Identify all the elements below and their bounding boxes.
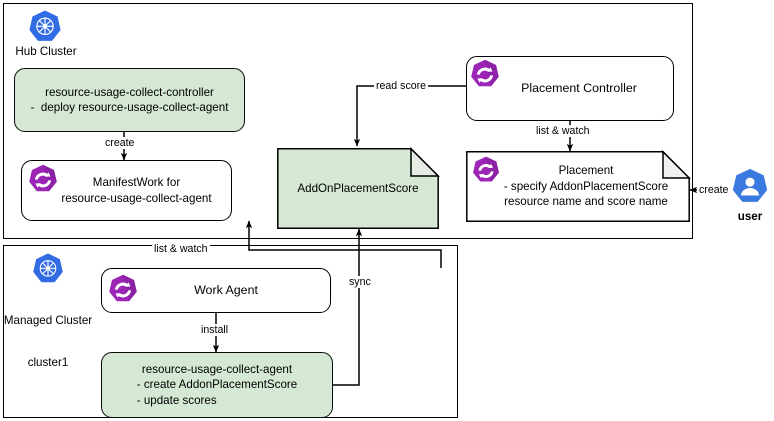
user-label: user [737,210,763,223]
manifestwork-line-1: ManifestWork for [92,176,181,189]
edge-label-list-watch-placement: list & watch [534,125,592,137]
collect-agent-line-2: - create AddonPlacementScore [136,378,298,392]
user-icon[interactable] [729,167,771,209]
managed-cluster-caption-line-1: Managed Cluster [3,314,93,327]
ocm-sync-icon [470,155,502,187]
placement-controller-label: Placement Controller [521,80,637,95]
ocm-sync-icon [26,163,60,197]
addonplacementscore-note[interactable]: AddOnPlacementScore [277,146,441,229]
kubernetes-icon [26,9,64,47]
edge-label-create-placement: create [697,184,731,196]
placement-line-1: Placement [558,164,614,178]
collect-agent-line-3: - update scores [136,393,217,407]
addonplacementscore-label: AddOnPlacementScore [297,181,419,195]
resource-usage-collect-agent-box[interactable]: resource-usage-collect-agent - create Ad… [101,352,333,418]
hub-cluster-container [3,3,693,239]
edge-label-list-watch-manifestwork: list & watch [152,243,210,255]
kubernetes-icon [30,252,66,288]
hub-cluster-caption: Hub Cluster [15,45,77,58]
collect-agent-line-1: resource-usage-collect-agent [141,362,293,376]
placement-note[interactable]: Placement - specify AddonPlacementScore … [466,149,692,222]
controller-line-1: resource-usage-collect-controller [45,85,214,99]
edge-label-sync: sync [347,276,373,288]
manifestwork-line-2: resource-usage-collect-agent [61,191,212,205]
edge-label-read-score: read score [374,80,429,92]
placement-line-3: resource name and score name [504,195,668,209]
edge-label-create-manifestwork: create [103,137,137,149]
placement-controller-box[interactable]: Placement Controller [466,56,674,121]
ocm-sync-icon [468,58,502,92]
ocm-sync-icon [106,273,140,307]
work-agent-label: Work Agent [194,282,258,297]
managed-cluster-caption: Managed Cluster cluster1 [0,286,96,398]
manifestwork-box[interactable]: ManifestWork for resource-usage-collect-… [21,160,232,221]
work-agent-box[interactable]: Work Agent [101,268,331,313]
edge-label-install: install [199,324,231,336]
managed-cluster-caption-line-2: cluster1 [27,356,69,369]
resource-usage-collect-controller-box[interactable]: resource-usage-collect-controller - depl… [14,68,245,132]
placement-line-2: - specify AddonPlacementScore [503,179,669,193]
controller-line-2: - deploy resource-usage-collect-agent [30,101,229,114]
